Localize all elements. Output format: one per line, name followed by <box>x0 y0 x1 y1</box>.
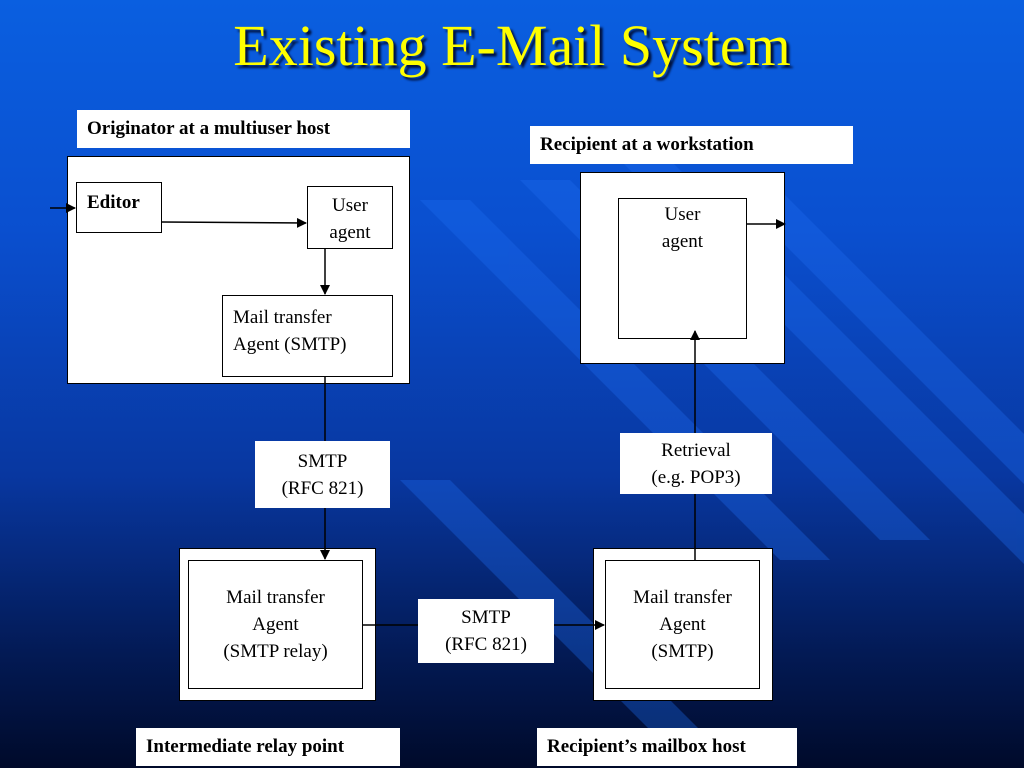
editor-node: Editor <box>76 182 162 233</box>
user-agent-recipient-node: User agent <box>618 198 747 339</box>
label-intermediate-relay: Intermediate relay point <box>136 728 400 766</box>
mta-relay-node: Mail transfer Agent (SMTP relay) <box>188 560 363 689</box>
user-agent-origin-node: User agent <box>307 186 393 249</box>
smtp-horizontal-label: SMTP (RFC 821) <box>418 599 554 663</box>
mta-mailbox-node: Mail transfer Agent (SMTP) <box>605 560 760 689</box>
smtp-vertical-label: SMTP (RFC 821) <box>255 441 390 508</box>
slide-title: Existing E-Mail System <box>233 13 791 78</box>
retrieval-label: Retrieval (e.g. POP3) <box>620 433 772 494</box>
mta-origin-node: Mail transfer Agent (SMTP) <box>222 295 393 377</box>
label-originator: Originator at a multiuser host <box>77 110 410 148</box>
label-mailbox-host: Recipient’s mailbox host <box>537 728 797 766</box>
label-recipient-workstation: Recipient at a workstation <box>530 126 853 164</box>
